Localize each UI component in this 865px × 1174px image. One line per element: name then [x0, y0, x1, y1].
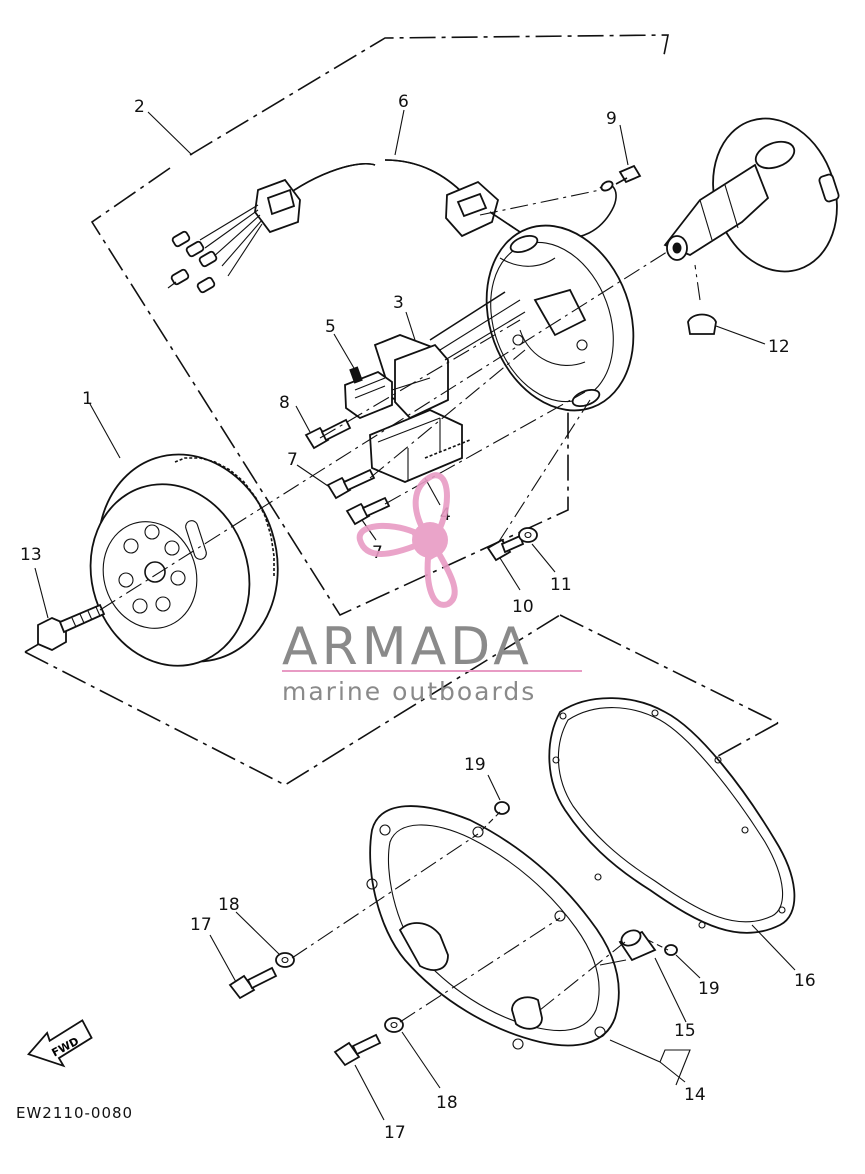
dowel-pin-part-15: [618, 929, 657, 962]
flywheel-ring-gear: [174, 457, 275, 576]
callout-10: 10: [512, 597, 534, 617]
forward-direction-arrow: FWD: [27, 1019, 93, 1068]
callout-6: 6: [398, 92, 409, 112]
stator-base-plate: [485, 224, 635, 412]
callout-1: 1: [82, 389, 93, 409]
washer-part-18-lower: [384, 1017, 404, 1033]
callout-7-upper: 7: [287, 450, 298, 470]
callout-8: 8: [279, 393, 290, 413]
callout-13: 13: [20, 545, 42, 565]
callout-18-upper: 18: [218, 895, 240, 915]
washer-part-11: [518, 527, 538, 543]
stator-wire-harness-part-6: [167, 159, 521, 294]
callout-18-lower: 18: [436, 1093, 458, 1113]
callout-5: 5: [325, 317, 336, 337]
assembly-centerlines: [99, 189, 701, 1023]
callout-labels: 1 2 3 4 5 6 7 7 8 9 10 11 12 13 14 15 16…: [20, 92, 816, 1143]
brand-tagline: marine outboards: [282, 677, 536, 706]
bolt-part-17-lower: [333, 1033, 382, 1067]
flywheel-bolt-part-13: [37, 603, 106, 652]
callout-15: 15: [674, 1021, 696, 1041]
callout-3: 3: [393, 293, 404, 313]
lighting-coil-part-4: [369, 409, 471, 483]
flywheel-part-1: [89, 453, 279, 667]
armada-watermark: ARMADA marine outboards: [282, 472, 582, 706]
screw-part-10: [486, 534, 525, 562]
callout-12: 12: [768, 337, 790, 357]
screw-part-9: [559, 164, 642, 240]
grommet-part-19-upper: [494, 801, 510, 815]
brand-name: ARMADA: [282, 617, 533, 677]
callout-2: 2: [134, 97, 145, 117]
washer-part-18-upper: [275, 952, 295, 968]
grommet-part-19-lower: [664, 944, 678, 956]
callout-19-upper: 19: [464, 755, 486, 775]
gasket-part-16: [548, 697, 796, 934]
callout-17-upper: 17: [190, 915, 212, 935]
flywheel-cover-part-14: [366, 805, 627, 1050]
callout-17-lower: 17: [384, 1123, 406, 1143]
callout-14: 14: [684, 1085, 706, 1105]
callout-19-lower: 19: [698, 979, 720, 999]
crankshaft: [663, 117, 840, 273]
callout-11: 11: [550, 575, 572, 595]
propeller-logo: [356, 472, 458, 608]
screw-part-8: [304, 418, 352, 450]
callout-9: 9: [606, 109, 617, 129]
callout-16: 16: [794, 971, 816, 991]
bolt-part-17-upper: [228, 966, 278, 1000]
woodruff-key-part-12: [687, 313, 717, 335]
screw-part-7-upper: [326, 468, 376, 500]
screw-part-7-lower: [345, 496, 391, 526]
leader-lines: [34, 109, 796, 1121]
drawing-code: EW2110-0080: [16, 1104, 133, 1122]
pulser-coil-part-5: [344, 366, 431, 420]
